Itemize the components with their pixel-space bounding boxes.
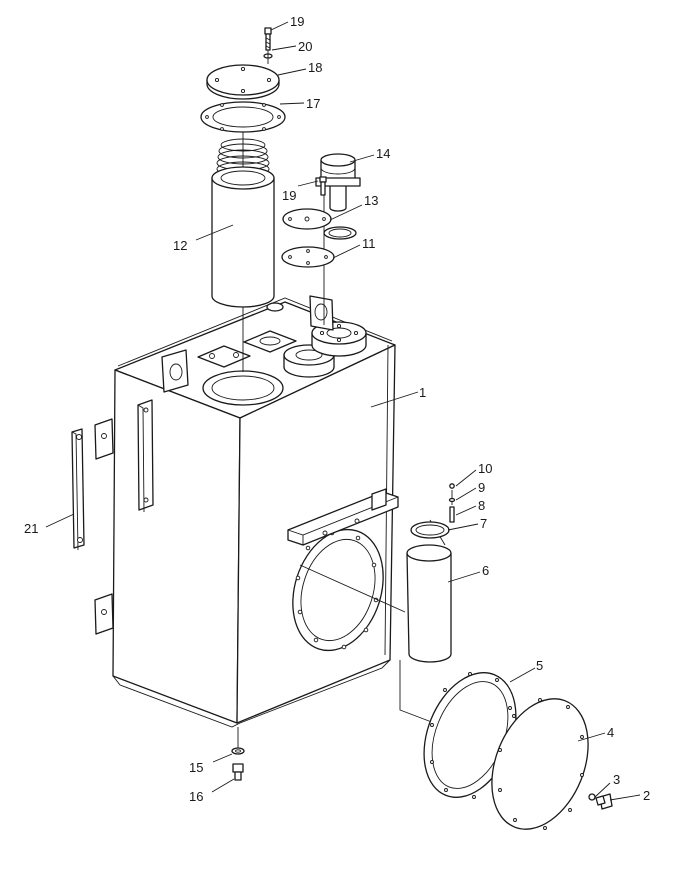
part-19-bolt-top xyxy=(264,27,272,51)
callout-7: 7 xyxy=(480,516,487,531)
tank-side-opening xyxy=(292,528,384,652)
callout-labels: 1 2 3 4 5 6 7 8 9 10 11 12 13 14 15 16 1… xyxy=(24,14,650,804)
part-16-plug xyxy=(232,763,244,781)
callout-17: 17 xyxy=(306,96,320,111)
callout-19-right: 19 xyxy=(282,188,296,203)
callout-6: 6 xyxy=(482,563,489,578)
tank-lifting-bracket xyxy=(287,488,399,546)
callout-21: 21 xyxy=(24,521,38,536)
part-2-bolt xyxy=(595,793,613,810)
part-12-filter xyxy=(211,166,275,308)
callout-9: 9 xyxy=(478,480,485,495)
callout-20: 20 xyxy=(298,39,312,54)
part-13-ring xyxy=(323,226,357,240)
callout-3: 3 xyxy=(613,772,620,787)
callout-11: 11 xyxy=(362,236,376,251)
callout-15: 15 xyxy=(189,760,203,775)
part-6-filter xyxy=(406,544,452,663)
part-18-cover xyxy=(206,64,280,100)
part-3-washer xyxy=(588,793,596,801)
callout-1: 1 xyxy=(419,385,426,400)
callout-5: 5 xyxy=(536,658,543,673)
callout-18: 18 xyxy=(308,60,322,75)
callout-16: 16 xyxy=(189,789,203,804)
part-21-bar xyxy=(71,428,85,551)
axis-side-1 xyxy=(299,564,406,613)
callout-13: 13 xyxy=(364,193,378,208)
part-13-plate xyxy=(282,208,332,230)
callout-8: 8 xyxy=(478,498,485,513)
leader-lines xyxy=(45,21,641,801)
callout-10: 10 xyxy=(478,461,492,476)
part-11-gasket xyxy=(281,246,335,268)
callout-2: 2 xyxy=(643,788,650,803)
part-15-washer xyxy=(231,747,245,755)
part-19-bolt-right xyxy=(319,176,327,196)
part-12-spring xyxy=(216,138,270,177)
part-14-breather xyxy=(315,153,361,212)
callout-19-top: 19 xyxy=(290,14,304,29)
callout-14: 14 xyxy=(376,146,390,161)
part-4-cover xyxy=(491,698,589,830)
callout-4: 4 xyxy=(607,725,614,740)
part-8-10-stack xyxy=(448,483,456,523)
part-17-gasket xyxy=(200,101,286,133)
part-20-washer xyxy=(263,50,273,64)
callout-12: 12 xyxy=(173,238,187,253)
part-7-ring xyxy=(410,521,450,539)
tank-left-brackets xyxy=(94,399,154,635)
